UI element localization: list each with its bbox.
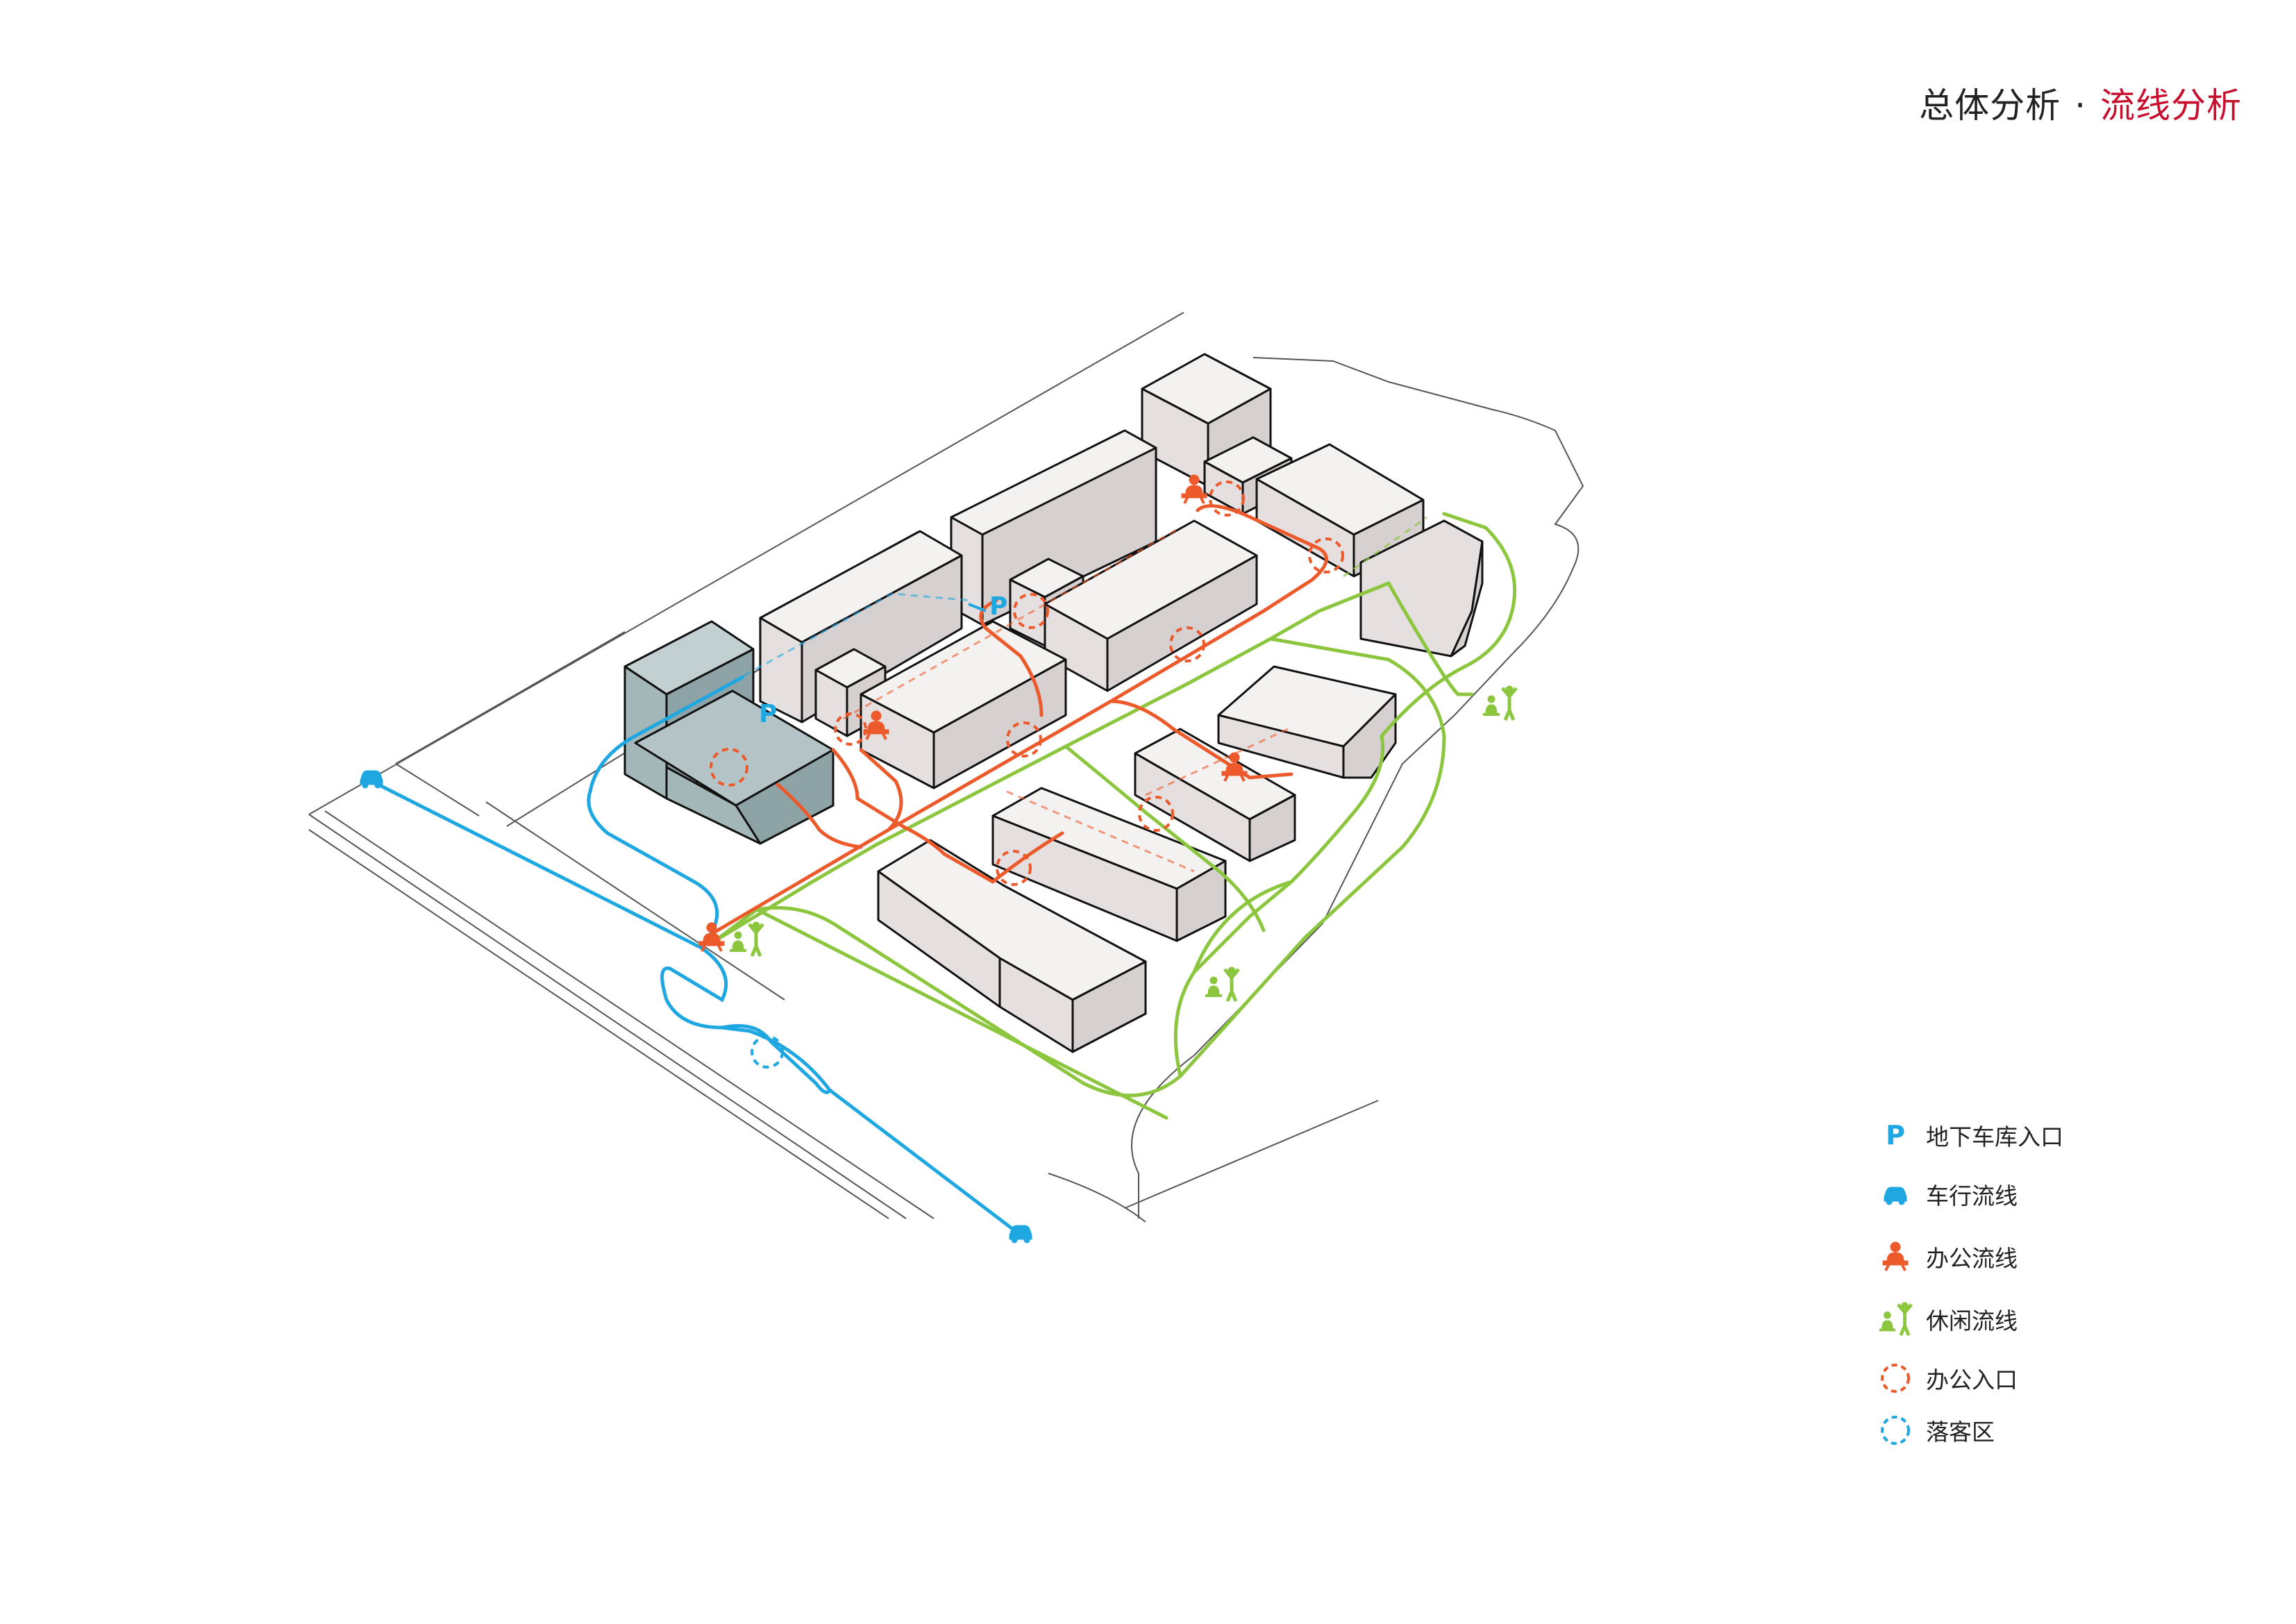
site-context-lines xyxy=(308,312,1584,1223)
legend-item-drop-off: 落客区 xyxy=(1875,1413,1995,1448)
title-main: 总体分析 xyxy=(1919,85,2061,126)
leisure-people-icon xyxy=(1205,967,1239,1001)
office-entrance-circle-icon xyxy=(1308,537,1344,574)
parking-icon: P xyxy=(989,592,1007,621)
office-circulation-paths xyxy=(710,504,1328,936)
vehicle-dashed-path xyxy=(635,592,973,737)
legend-label: 办公入口 xyxy=(1926,1366,2018,1393)
drop-off-circle-icon xyxy=(751,1035,784,1069)
building-r1 xyxy=(1217,665,1397,779)
leisure-circulation-paths xyxy=(713,512,1517,1120)
legend-label: 地下车库入口 xyxy=(1926,1123,2063,1150)
office-entrance-circle-icon xyxy=(1209,480,1245,517)
office-worker-icon xyxy=(1882,1241,1909,1272)
building-tower-accent xyxy=(623,620,835,845)
car-icon xyxy=(360,770,383,789)
legend-item-vehicle: 车行流线 xyxy=(1875,1177,2018,1212)
car-icon xyxy=(1884,1187,1907,1205)
building-r2 xyxy=(1134,728,1296,862)
car-icon xyxy=(1009,1225,1032,1244)
parking-ramp-mark xyxy=(968,603,987,612)
office-entrance-circle-icon xyxy=(1013,593,1049,629)
parking-icon: P xyxy=(1886,1120,1905,1150)
legend-label: 车行流线 xyxy=(1926,1182,2018,1209)
office-entrance-markers xyxy=(710,480,1344,886)
legend-label: 休闲流线 xyxy=(1926,1307,2018,1334)
office-entrance-circle-icon xyxy=(1881,1364,1910,1393)
leisure-people-icon xyxy=(1483,686,1516,720)
building-r4 xyxy=(877,839,1147,1053)
parking-icon: P xyxy=(759,700,777,728)
vehicle-circulation-paths xyxy=(369,675,1019,1234)
office-dashed-paths xyxy=(843,526,1289,873)
office-entrance-circle-icon xyxy=(1169,626,1205,662)
title-separator: · xyxy=(2075,85,2086,126)
office-entrance-circle-icon xyxy=(996,850,1032,886)
title-sub: 流线分析 xyxy=(2100,85,2242,126)
office-entrance-circle-icon xyxy=(1138,796,1174,832)
legend-item-leisure: 休闲流线 xyxy=(1875,1302,2018,1337)
legend-item-parking: P 地下车库入口 xyxy=(1875,1118,2063,1153)
office-entrance-circle-icon xyxy=(834,712,867,746)
legend-item-office: 办公流线 xyxy=(1875,1239,2018,1274)
legend-item-office-entrance: 办公入口 xyxy=(1875,1361,2018,1396)
leisure-people-icon xyxy=(1876,1300,1915,1338)
drop-off-circle-icon xyxy=(1881,1416,1910,1445)
legend-label: 办公流线 xyxy=(1926,1245,2018,1272)
office-entrance-circle-icon xyxy=(1006,721,1042,757)
office-entrance-circle-icon xyxy=(710,748,748,787)
building-b4 xyxy=(1359,519,1484,658)
buildings xyxy=(623,353,1484,1053)
legend-label: 落客区 xyxy=(1926,1418,1995,1446)
page-title: 总体分析 · 流线分析 xyxy=(1919,78,2242,128)
building-b8 xyxy=(1044,519,1258,692)
leisure-dashed-path xyxy=(1343,516,1427,578)
